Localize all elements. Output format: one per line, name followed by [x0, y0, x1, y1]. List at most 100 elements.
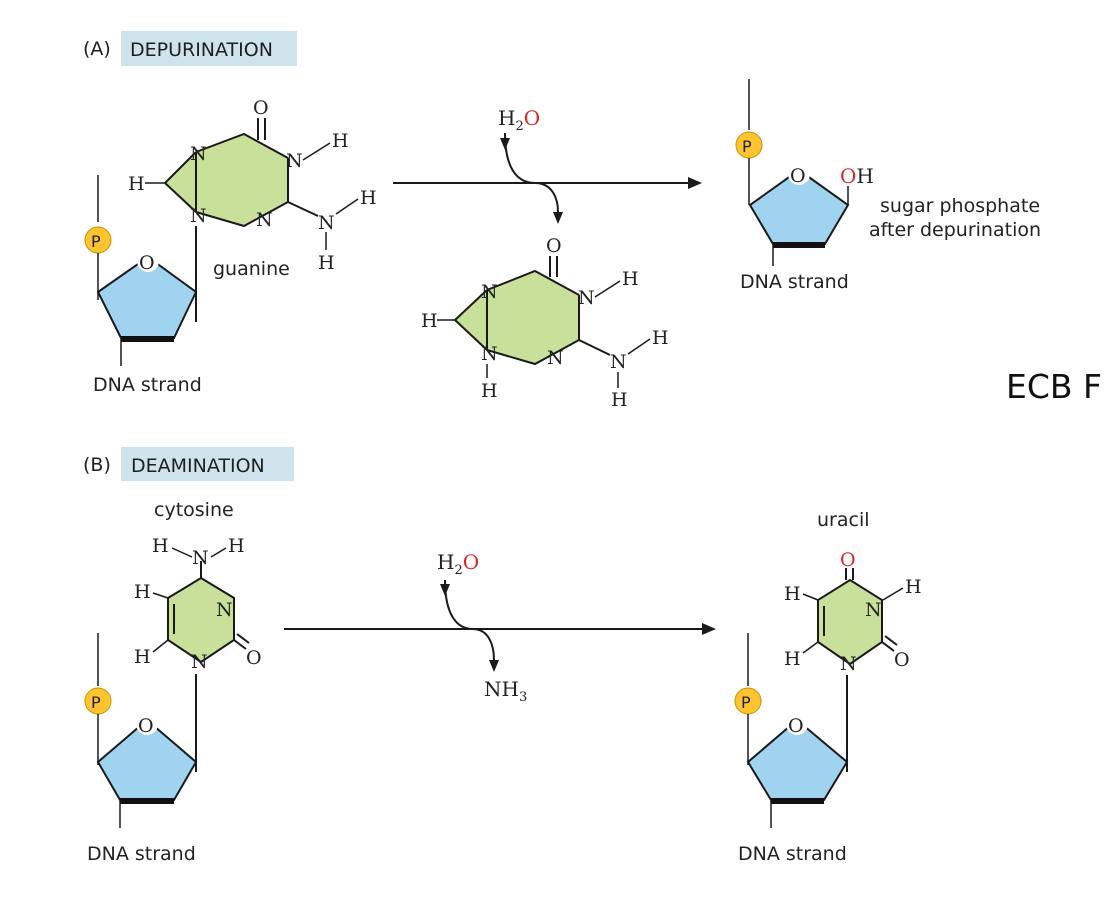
curved-arrow-a	[504, 132, 559, 213]
uracil-co2-2	[884, 635, 898, 646]
guanine-n3: N	[256, 209, 273, 231]
uracil-c5h	[802, 593, 819, 601]
product-label-2: after depurination	[869, 219, 1041, 241]
deamination-arrow: H2O NH3	[284, 550, 716, 705]
ammonia-out-head	[489, 660, 499, 672]
uracil-co2-1	[881, 641, 895, 652]
cytosine-amine-n: N	[192, 547, 209, 569]
cytosine-n1: N	[191, 651, 208, 673]
left-sugar-phosphate-a: P O DNA strand	[84, 175, 202, 396]
cytosine-h6: H	[134, 646, 151, 668]
water-a: H2O	[498, 106, 540, 134]
phosphate-label: P	[91, 232, 101, 251]
guanine-amine-n: N	[318, 212, 335, 234]
guanine-h1: H	[332, 130, 349, 152]
sugar-o: O	[139, 252, 155, 274]
depurination-arrow: H2O	[393, 106, 702, 224]
ammonia: NH3	[484, 677, 527, 705]
sugar-o-bg	[137, 250, 159, 272]
cytosine-nh-1	[171, 547, 193, 558]
free-guanine: O N N N N H H H N H H	[421, 235, 669, 411]
free-h8: H	[421, 310, 438, 332]
main-arrow-a-head	[688, 177, 702, 189]
guanine-n9: N	[190, 205, 207, 227]
guanine-n1: N	[286, 150, 303, 172]
free-n9: N	[481, 343, 498, 365]
pyrimidine-top-bonds	[195, 132, 289, 159]
free-amine-h-bond-1	[627, 338, 651, 355]
guanine-o: O	[253, 97, 269, 119]
cytosine-nucleotide: cytosine N N N H H H H O	[134, 499, 262, 772]
free-amine-h2: H	[611, 389, 628, 411]
cytosine-nh-2	[210, 547, 227, 558]
free-top	[486, 269, 580, 296]
product-phosphate-label: P	[742, 137, 752, 156]
guanine-n7: N	[190, 143, 207, 165]
cytosine-c5h	[152, 592, 169, 599]
panel-a-letter: (A)	[83, 38, 111, 60]
panel-a-strand-right: DNA strand	[740, 271, 849, 293]
free-c2n	[578, 339, 611, 356]
guanine-nucleotide: O N N N N H H N H H guanine	[128, 97, 377, 322]
product-label-1: sugar phosphate	[880, 195, 1040, 217]
c2-n-bond	[287, 201, 319, 217]
pyrimidine-bottom-bonds	[195, 201, 289, 228]
panel-b-title-highlight	[121, 447, 294, 481]
uracil-h6: H	[784, 648, 801, 670]
main-arrow-b-head	[702, 623, 716, 635]
b-sugar-o: O	[138, 715, 154, 737]
uracil-h3: H	[905, 576, 922, 598]
b-sugar-o-bg	[136, 713, 158, 735]
free-amine-n: N	[610, 351, 627, 373]
product-sugar-o-bg	[788, 163, 810, 185]
cytosine-h5: H	[134, 581, 151, 603]
uracil-n3h	[882, 587, 904, 601]
b-phosphate-label: P	[91, 693, 101, 712]
n1-h-bond	[302, 142, 331, 161]
cytosine-n3: N	[216, 599, 233, 621]
free-n3: N	[547, 347, 564, 369]
cytosine-c6h	[152, 639, 169, 653]
cytosine-o: O	[246, 647, 262, 669]
free-amine-h1: H	[652, 327, 669, 349]
product-hydroxyl: OH	[840, 164, 874, 188]
left-sugar-phosphate-b: P O DNA strand	[84, 633, 198, 865]
rb-sugar-o: O	[788, 715, 804, 737]
free-n1h	[594, 280, 621, 298]
uracil-n3: N	[865, 599, 882, 621]
cytosine-amine-h1: H	[152, 535, 169, 557]
side-caption: ECB F	[1006, 367, 1102, 406]
sugar-phosphate-product: P O OH DNA strand sugar phosphate after …	[735, 79, 1041, 293]
cytosine-label: cytosine	[154, 499, 234, 521]
panel-b-header: (B) DEAMINATION	[83, 447, 294, 481]
free-h9: H	[481, 380, 498, 402]
uracil-o2: O	[894, 649, 910, 671]
panel-b-letter: (B)	[83, 454, 111, 476]
cytosine-fill	[168, 578, 234, 662]
amine-h-bond-1	[335, 198, 359, 215]
uracil-o4: O	[840, 549, 856, 571]
curved-arrow-b	[444, 579, 495, 661]
panel-a-title-highlight	[121, 31, 297, 66]
water-in-head	[500, 138, 510, 150]
rb-phosphate-label: P	[741, 693, 751, 712]
released-base-head	[553, 212, 563, 224]
cytosine-co-2	[236, 633, 250, 644]
uracil-nucleotide: uracil O N H N H H O	[784, 509, 922, 772]
product-sugar-o: O	[790, 165, 806, 187]
panel-b-title: DEAMINATION	[131, 455, 265, 477]
cytosine-co-1	[233, 639, 247, 650]
guanine-label: guanine	[213, 258, 290, 280]
free-bottom	[486, 339, 580, 366]
guanine-h8: H	[128, 173, 145, 195]
cytosine-amine-h2: H	[228, 535, 245, 557]
free-n7: N	[481, 281, 498, 303]
panel-b-strand-left: DNA strand	[87, 843, 196, 865]
uracil-label: uracil	[817, 509, 870, 531]
uracil-c6h	[802, 641, 819, 654]
free-o: O	[546, 235, 562, 257]
water-b: H2O	[437, 550, 479, 578]
panel-a-header: (A) DEPURINATION	[83, 31, 297, 66]
panel-a-title: DEPURINATION	[130, 39, 273, 61]
